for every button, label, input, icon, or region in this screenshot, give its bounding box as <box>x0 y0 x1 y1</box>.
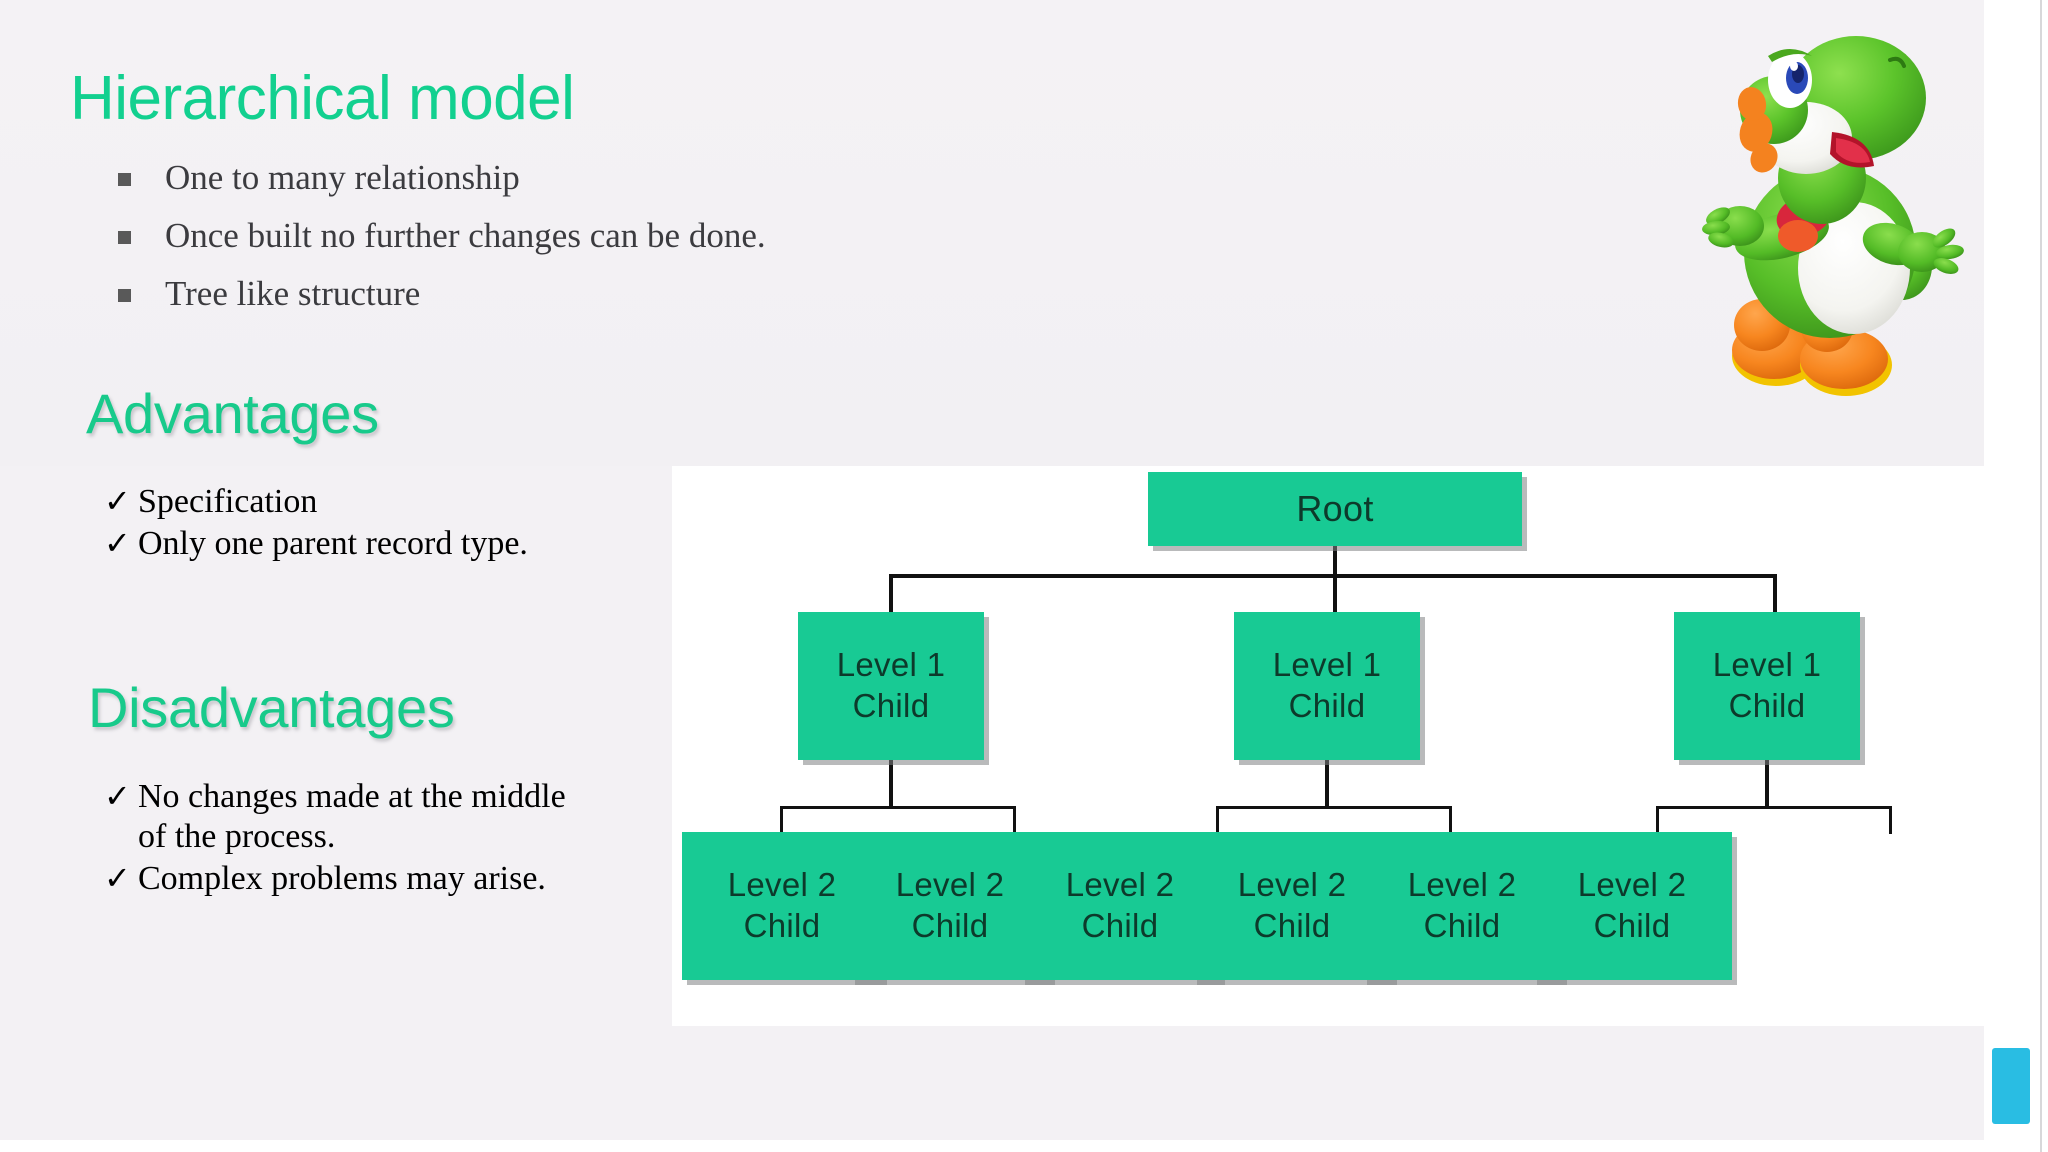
connector-line <box>1013 806 1016 834</box>
connector-line <box>1449 806 1452 834</box>
tree-node-label-line1: Level 1 <box>836 646 946 684</box>
tree-node-level2: Level 2 Child <box>1020 832 1220 980</box>
tree-node-level2: Level 2 Child <box>1532 832 1732 980</box>
list-item-label: Complex problems may arise. <box>138 860 546 898</box>
list-item: One to many relationship <box>118 158 998 197</box>
tree-node-level2: Level 2 Child <box>682 832 882 980</box>
list-item: ✓ Complex problems may arise. <box>104 859 584 899</box>
list-item: ✓ Specification <box>104 482 584 522</box>
tree-node-label-line1: Level 2 <box>1407 866 1517 904</box>
list-item-label: Specification <box>138 483 318 520</box>
list-item-label: One to many relationship <box>165 158 520 197</box>
disadvantages-list: ✓ No changes made at the middle of the p… <box>104 777 584 901</box>
tree-node-level1: Level 1 Child <box>1674 612 1860 760</box>
connector-line <box>889 760 893 808</box>
checkmark-icon: ✓ <box>104 777 131 815</box>
square-bullet-icon <box>118 173 131 186</box>
list-item: Once built no further changes can be don… <box>118 216 998 255</box>
window-right-gutter <box>1984 0 2048 1152</box>
diagram-canvas: Root Level 1 Child Level 1 Child <box>672 466 1984 1026</box>
list-item: ✓ Only one parent record type. <box>104 524 584 564</box>
window-divider-highlight <box>2045 0 2048 1152</box>
tree-node-label-line2: Child <box>1081 907 1159 944</box>
tree-node-level2: Level 2 Child <box>850 832 1050 980</box>
tree-node-label-line2: Child <box>911 907 989 944</box>
slide-upper-background <box>0 0 1984 466</box>
tree-node-label-line1: Level 1 <box>1712 646 1822 684</box>
connector-line <box>1773 574 1777 614</box>
tree-node-label-line1: Level 1 <box>1272 646 1382 684</box>
connector-line <box>1765 760 1769 808</box>
square-bullet-icon <box>118 231 131 245</box>
tree-node-level1: Level 1 Child <box>798 612 984 760</box>
disadvantages-heading: Disadvantages <box>88 676 455 739</box>
tree-node-label-line1: Level 2 <box>895 866 1005 904</box>
connector-line <box>1216 806 1452 809</box>
hierarchical-tree-diagram: Root Level 1 Child Level 1 Child <box>672 466 1984 1026</box>
checkmark-icon: ✓ <box>104 524 131 563</box>
advantages-heading: Advantages <box>86 382 379 445</box>
list-item-label: No changes made at the middle of the pro… <box>138 778 566 856</box>
tree-node-label: Root <box>1296 487 1374 529</box>
list-item-label: Only one parent record type. <box>138 525 528 563</box>
tree-node-label-line2: Child <box>1253 907 1331 944</box>
tree-node-label-line1: Level 2 <box>1237 866 1347 904</box>
square-bullet-icon <box>118 289 131 303</box>
tree-node-label-line2: Child <box>1288 687 1366 724</box>
page-title: Hierarchical model <box>70 64 575 133</box>
advantages-list: ✓ Specification ✓ Only one parent record… <box>104 482 584 566</box>
slide-canvas: Hierarchical model One to many relations… <box>0 0 1984 1140</box>
vertical-scrollbar-thumb[interactable] <box>1992 1048 2030 1124</box>
tree-node-label-line1: Level 2 <box>727 866 837 904</box>
tree-node-root: Root <box>1148 472 1522 546</box>
connector-line <box>1889 806 1892 834</box>
yoshi-character-icon <box>1694 20 1964 400</box>
tree-node-level2: Level 2 Child <box>1192 832 1392 980</box>
connector-line <box>1656 806 1659 834</box>
list-item: Tree like structure <box>118 274 998 313</box>
list-item-label: Once built no further changes can be don… <box>165 216 766 256</box>
intro-bullet-list: One to many relationship Once built no f… <box>118 158 998 333</box>
tree-node-label-line2: Child <box>852 687 930 724</box>
tree-node-level1: Level 1 Child <box>1234 612 1420 760</box>
connector-line <box>889 574 1777 578</box>
connector-line <box>889 574 893 614</box>
tree-node-label-line2: Child <box>1728 687 1806 724</box>
tree-node-label-line1: Level 2 <box>1065 866 1175 904</box>
list-item-label: Tree like structure <box>165 274 421 314</box>
connector-line <box>780 806 783 834</box>
connector-line <box>1333 546 1337 628</box>
tree-node-label-line1: Level 2 <box>1577 866 1687 904</box>
tree-node-label-line2: Child <box>1423 907 1501 944</box>
window-divider <box>2040 0 2042 1152</box>
checkmark-icon: ✓ <box>104 859 131 898</box>
connector-line <box>1325 760 1329 808</box>
connector-line <box>780 806 1016 809</box>
list-item: ✓ No changes made at the middle of the p… <box>104 777 584 857</box>
connector-line <box>1656 806 1892 809</box>
tree-node-label-line2: Child <box>743 907 821 944</box>
tree-node-level2: Level 2 Child <box>1362 832 1562 980</box>
checkmark-icon: ✓ <box>104 482 131 520</box>
connector-line <box>1216 806 1219 834</box>
tree-node-label-line2: Child <box>1593 907 1671 944</box>
